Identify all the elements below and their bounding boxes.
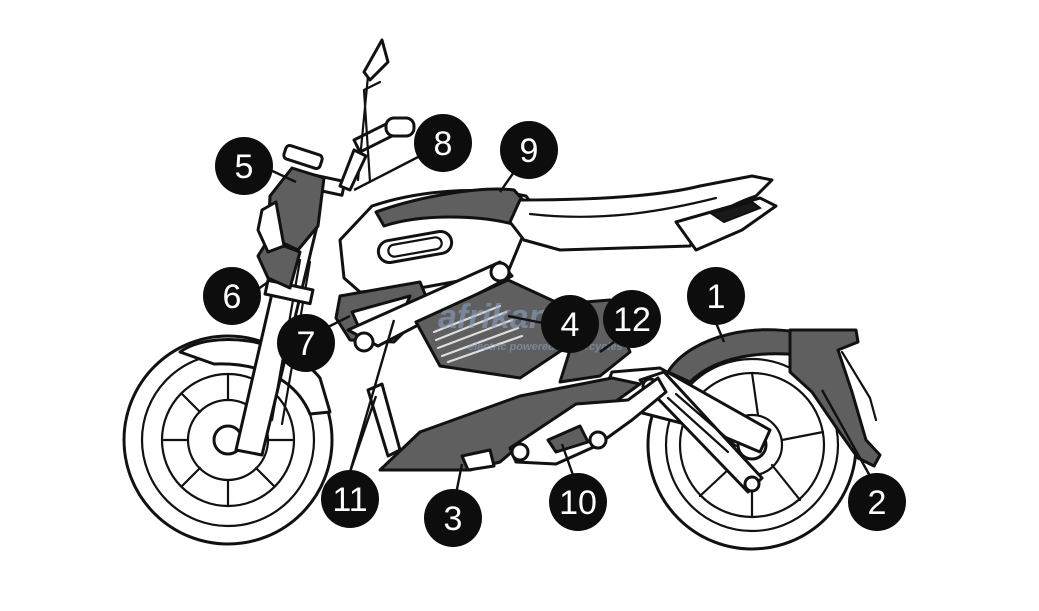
watermark-brand: afrikan	[438, 298, 550, 336]
callout-9-label: 9	[520, 132, 539, 170]
callout-2: 2	[848, 473, 906, 531]
callout-5: 5	[215, 137, 273, 195]
callout-3: 3	[424, 489, 482, 547]
callout-6: 6	[203, 267, 261, 325]
callout-7-label: 7	[297, 325, 316, 363]
callout-11: 11	[321, 470, 379, 528]
callout-11-label: 11	[332, 481, 367, 519]
callout-10: 10	[549, 473, 607, 531]
callout-6-label: 6	[223, 278, 242, 316]
brake-lever-part-8	[338, 148, 368, 192]
callout-10-label: 10	[559, 484, 597, 522]
callout-9: 9	[500, 121, 558, 179]
kickstand-part-11	[366, 382, 402, 458]
callout-12-label: 12	[613, 301, 651, 339]
callout-2-label: 2	[868, 484, 887, 522]
cooling-vents	[432, 304, 524, 364]
callout-8-label: 8	[434, 125, 453, 163]
callout-4: 4	[541, 295, 599, 353]
callout-4-label: 4	[561, 306, 580, 344]
callout-12: 12	[603, 290, 661, 348]
rear-shock	[638, 370, 764, 494]
front-wheel	[122, 334, 334, 546]
rear-mudguard-part-2	[788, 328, 882, 468]
callout-3-label: 3	[444, 500, 463, 538]
mirror	[362, 38, 390, 82]
callout-8: 8	[414, 114, 472, 172]
watermark: afrikan electric powered motorcycles	[438, 298, 623, 353]
callout-5-label: 5	[235, 148, 254, 186]
callout-1: 1	[687, 267, 745, 325]
callout-7: 7	[277, 314, 335, 372]
callout-1-label: 1	[707, 278, 726, 316]
